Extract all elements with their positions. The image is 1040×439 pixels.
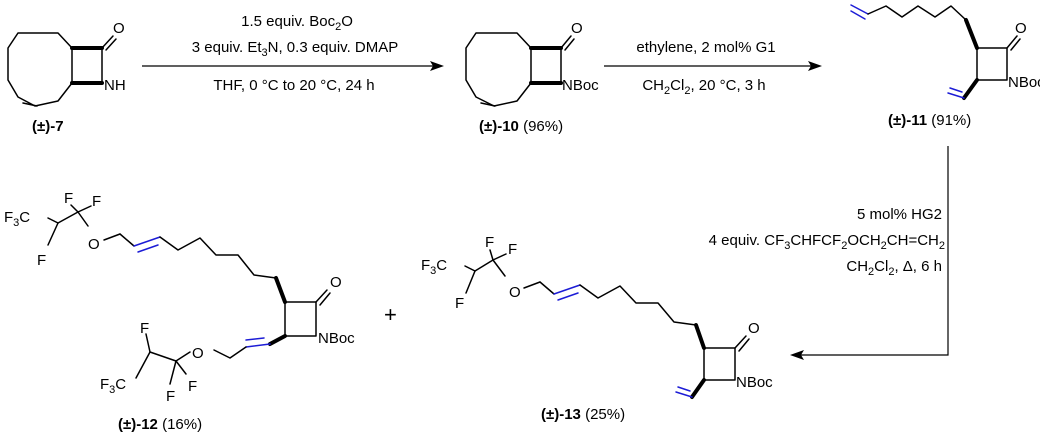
compound-10-structure: O NBoc (±)-10 (96%) [465, 20, 599, 135]
compound-10-oxygen-label: O [571, 20, 583, 37]
compound-13-f-3: F [508, 241, 517, 258]
compound-7-nh-label: NH [104, 77, 126, 94]
compound-12-f-6: F [140, 320, 149, 337]
step-2-line-2: CH2Cl2, 20 °C, 3 h [642, 77, 765, 97]
step-3-line-3: CH2Cl2, Δ, 6 h [846, 258, 942, 278]
compound-13-f-2: F [485, 234, 494, 251]
compound-12-f-1: F [37, 252, 46, 269]
compound-12-cf3-top: F3C [4, 209, 30, 229]
compound-11-label: (±)-11 (91%) [888, 112, 971, 129]
compound-11-nboc-label: NBoc [1008, 74, 1040, 91]
plus-sign: + [384, 302, 397, 327]
compound-13-cf3: F3C [421, 257, 447, 277]
compound-13-oxygen-label: O [748, 320, 760, 337]
compound-12-cf3-bottom: F3C [100, 376, 126, 396]
compound-12-o-bottom: O [192, 345, 204, 362]
compound-10-nboc-label: NBoc [562, 77, 599, 94]
compound-12-o-top: O [88, 236, 100, 253]
reaction-arrow-3 [790, 146, 949, 360]
step-3-line-2: 4 equiv. CF3CHFCF2OCH2CH=CH2 [709, 232, 945, 252]
compound-12-label: (±)-12 (16%) [118, 416, 202, 433]
step-2-line-1: ethylene, 2 mol% G1 [636, 39, 775, 56]
compound-12-oxygen-label: O [330, 274, 342, 291]
compound-13-f-1: F [455, 295, 464, 312]
step-3-conditions: 5 mol% HG2 4 equiv. CF3CHFCF2OCH2CH=CH2 … [709, 206, 945, 278]
reaction-arrow-1 [142, 61, 444, 71]
step-1-line-1: 1.5 equiv. Boc2O [241, 13, 353, 33]
compound-7-structure: O NH (±)-7 [7, 20, 126, 135]
step-1-conditions: 1.5 equiv. Boc2O 3 equiv. Et3N, 0.3 equi… [192, 13, 399, 94]
compound-13-nboc-label: NBoc [736, 374, 773, 391]
step-1-line-2: 3 equiv. Et3N, 0.3 equiv. DMAP [192, 39, 399, 59]
compound-11-oxygen-label: O [1015, 20, 1027, 37]
compound-13-o: O [509, 284, 521, 301]
compound-10-label: (±)-10 (96%) [479, 118, 563, 135]
compound-12-structure: F3C F F F O O NBoc O F F F [4, 190, 355, 433]
compound-13-label: (±)-13 (25%) [541, 406, 625, 423]
compound-7-label: (±)-7 [32, 118, 64, 135]
step-1-line-3: THF, 0 °C to 20 °C, 24 h [213, 77, 374, 94]
compound-12-nboc-label: NBoc [318, 330, 355, 347]
compound-12-f-4: F [188, 378, 197, 395]
compound-13-structure: F3C F F F O O NBoc (±)-13 (25%) [421, 234, 773, 423]
compound-11-structure: O NBoc (±)-11 (91%) [850, 4, 1040, 129]
compound-7-oxygen-label: O [113, 20, 125, 37]
compound-12-f-5: F [166, 388, 175, 405]
reaction-arrow-2 [604, 61, 822, 71]
step-3-line-1: 5 mol% HG2 [857, 206, 942, 223]
compound-12-f-2: F [64, 190, 73, 207]
compound-12-f-3: F [92, 193, 101, 210]
step-2-conditions: ethylene, 2 mol% G1 CH2Cl2, 20 °C, 3 h [636, 39, 775, 97]
